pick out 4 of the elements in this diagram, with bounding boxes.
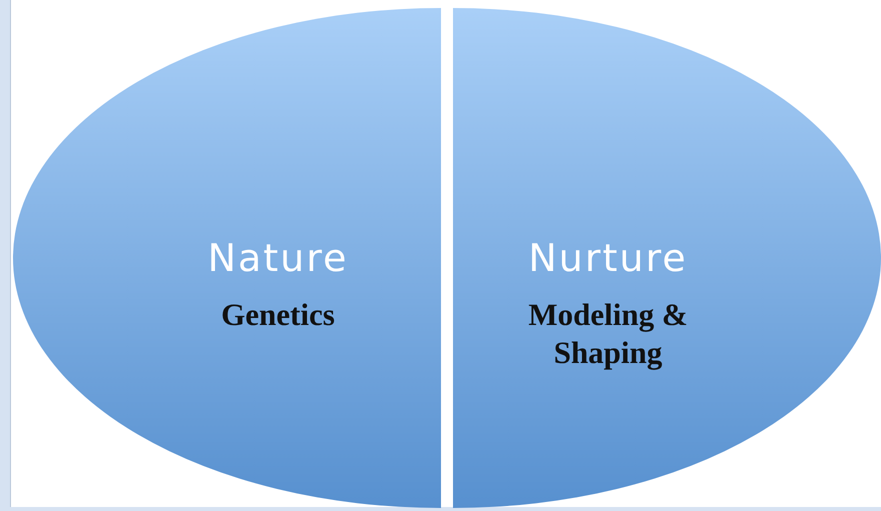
subtitle: Modeling & Shaping — [527, 296, 689, 372]
heading: Nature — [208, 236, 348, 282]
subtitle: Genetics — [220, 296, 336, 334]
heading: Nurture — [528, 236, 688, 282]
